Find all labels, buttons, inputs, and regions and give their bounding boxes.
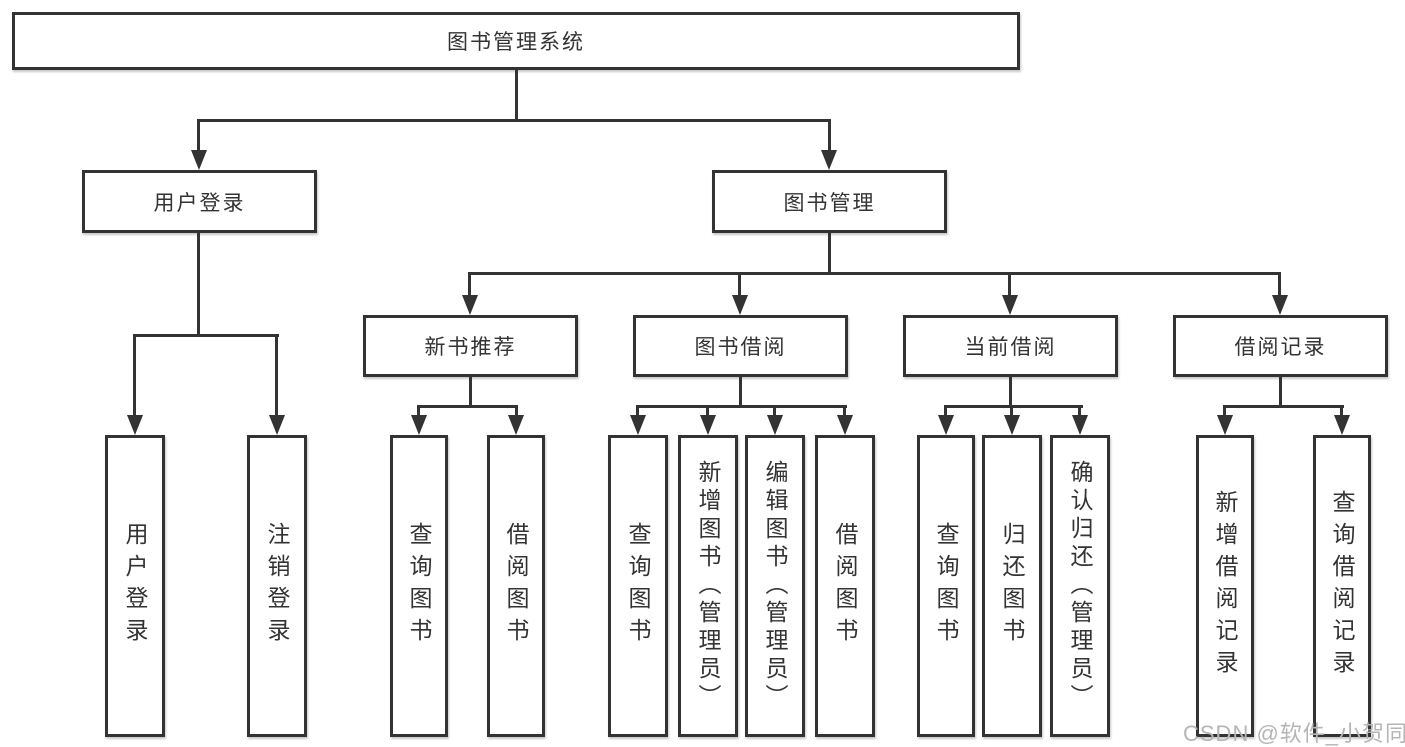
leaf-return-books: 归还图书 (982, 435, 1042, 737)
leaf-borrow-books-2: 借阅图书 (815, 435, 875, 737)
leaf-user-login: 用户登录 (105, 435, 165, 737)
arrow-down-icon (1334, 415, 1350, 435)
arrow-down-icon (630, 415, 646, 435)
arrow-down-icon (269, 415, 285, 435)
arrow-down-icon (1004, 415, 1020, 435)
node-user-login: 用户登录 (82, 170, 317, 233)
csdn-watermark: CSDN @软件_小贺同学 (1183, 721, 1405, 746)
arrow-down-icon (837, 415, 853, 435)
connector-line (773, 405, 776, 417)
leaf-query-books-2: 查询图书 (608, 435, 668, 737)
arrow-down-icon (411, 415, 427, 435)
connector-line (636, 405, 847, 408)
connector-line (1340, 405, 1343, 417)
connector-line (515, 405, 518, 417)
connector-line (515, 70, 518, 121)
leaf-logout: 注销登录 (247, 435, 307, 737)
connector-line (469, 377, 472, 407)
arrow-down-icon (821, 150, 837, 170)
connector-line (133, 334, 279, 337)
connector-line (944, 405, 947, 417)
connector-line (1010, 405, 1013, 417)
leaf-query-borrow-record: 查询借阅记录 (1313, 435, 1371, 737)
leaf-borrow-books-1: 借阅图书 (487, 435, 545, 737)
connector-line (706, 405, 709, 417)
connector-line (197, 119, 831, 122)
connector-line (1223, 405, 1226, 417)
connector-line (417, 405, 420, 417)
connector-line (636, 405, 639, 417)
connector-line (1278, 272, 1281, 297)
connector-line (1008, 272, 1011, 297)
arrow-down-icon (1002, 295, 1018, 315)
node-book-borrowing: 图书借阅 (633, 315, 848, 377)
connector-line (843, 405, 846, 417)
leaf-query-books-1: 查询图书 (390, 435, 448, 737)
leaf-add-books-admin: 新增图书（管理员） (678, 435, 738, 737)
arrow-down-icon (938, 415, 954, 435)
connector-line (739, 377, 742, 407)
leaf-edit-books-admin: 编辑图书（管理员） (745, 435, 805, 737)
arrow-down-icon (127, 415, 143, 435)
arrow-down-icon (732, 295, 748, 315)
connector-line (197, 233, 200, 336)
arrow-down-icon (700, 415, 716, 435)
connector-line (275, 334, 278, 417)
connector-line (944, 405, 1083, 408)
connector-line (197, 119, 200, 152)
connector-line (468, 272, 471, 297)
node-borrowing-records: 借阅记录 (1173, 315, 1388, 377)
arrow-down-icon (767, 415, 783, 435)
node-book-management: 图书管理 (712, 170, 947, 233)
leaf-confirm-return-admin: 确认归还（管理员） (1050, 435, 1110, 737)
connector-line (1009, 377, 1012, 407)
arrow-down-icon (508, 415, 524, 435)
connector-line (828, 119, 831, 152)
arrow-down-icon (191, 150, 207, 170)
connector-line (1078, 405, 1081, 417)
connector-line (738, 272, 741, 297)
connector-line (1223, 405, 1344, 408)
connector-line (828, 233, 831, 274)
arrow-down-icon (1272, 295, 1288, 315)
node-new-book-recommendation: 新书推荐 (363, 315, 578, 377)
arrow-down-icon (1217, 415, 1233, 435)
arrow-down-icon (462, 295, 478, 315)
leaf-add-borrow-record: 新增借阅记录 (1196, 435, 1254, 737)
connector-line (133, 334, 136, 417)
connector-line (1279, 377, 1282, 407)
node-library-management-system: 图书管理系统 (12, 12, 1020, 70)
arrow-down-icon (1072, 415, 1088, 435)
leaf-query-books-3: 查询图书 (917, 435, 975, 737)
connector-line (468, 272, 1281, 275)
node-current-borrowing: 当前借阅 (903, 315, 1118, 377)
connector-line (417, 405, 518, 408)
